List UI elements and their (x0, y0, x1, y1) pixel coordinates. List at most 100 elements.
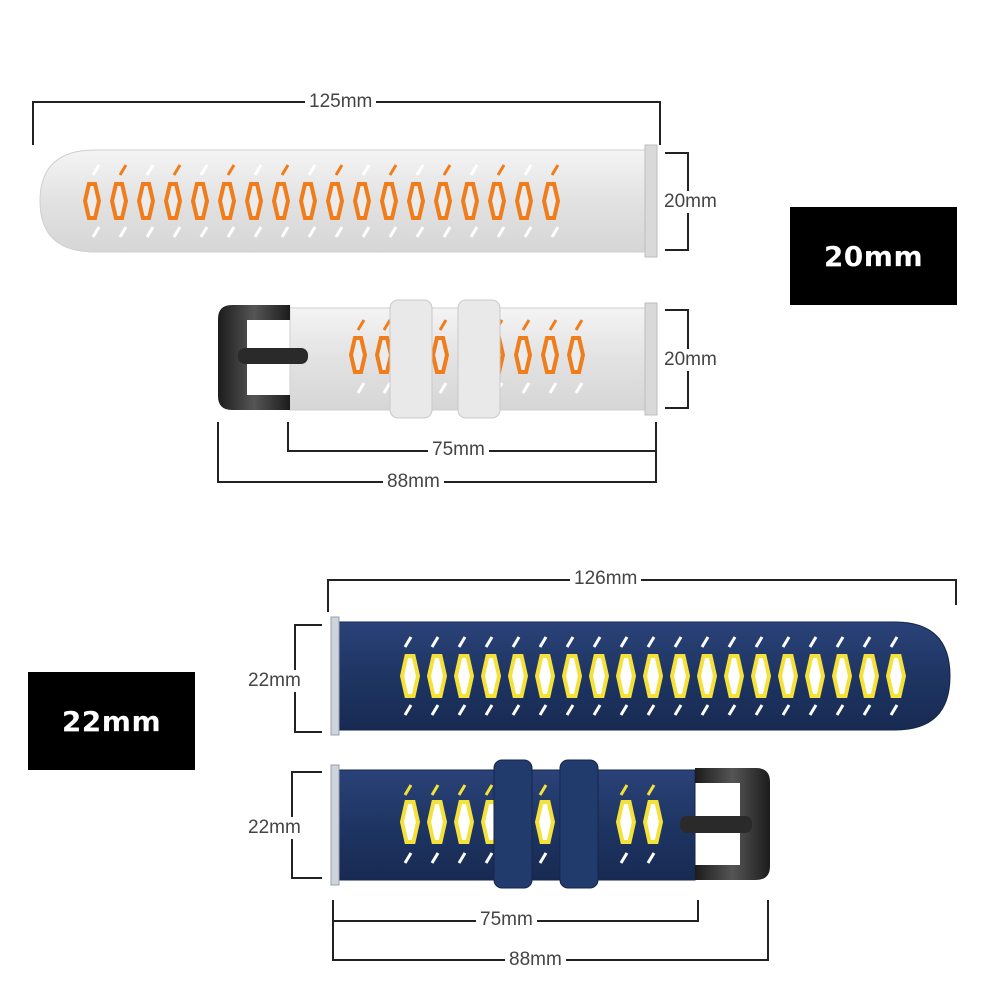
strap-hole (885, 654, 907, 698)
strap-rib-mark (382, 319, 392, 331)
strap-rib-mark (550, 226, 560, 238)
strap-rib-mark (457, 784, 467, 796)
keeper-loop (389, 299, 433, 419)
buckle-frame (695, 768, 770, 880)
strap-rib-mark (619, 704, 629, 716)
strap-rib-mark (511, 636, 521, 648)
strap-hole (566, 336, 586, 374)
strap-hole (217, 182, 237, 220)
strap-rib-mark (226, 226, 236, 238)
strap-rib-mark (145, 226, 155, 238)
strap-rib-mark (388, 226, 398, 238)
strap-rib-mark (356, 382, 366, 394)
buckle-tongue (680, 816, 752, 833)
strap-rib-mark (574, 382, 584, 394)
strap-rib-mark (496, 164, 506, 176)
strap-rib-mark (442, 164, 452, 176)
strap-hole (406, 182, 426, 220)
strap-rib-mark (862, 704, 872, 716)
strap-rib-mark (521, 382, 531, 394)
strap-rib-mark (118, 226, 128, 238)
strap-rib-mark (253, 226, 263, 238)
strap-rib-mark (280, 226, 290, 238)
strap-rib-mark (523, 164, 533, 176)
length-label-125mm: 125mm (305, 91, 377, 113)
strap-hole (696, 654, 718, 698)
strap-hole (750, 654, 772, 698)
strap-rib-mark (382, 382, 392, 394)
strap-hole (561, 654, 583, 698)
strap-rib-mark (430, 852, 440, 864)
strap-rib-mark (172, 226, 182, 238)
strap-hole (399, 800, 421, 844)
strap-20mm-long (39, 144, 658, 258)
keeper-loop (559, 759, 599, 889)
strap-hole (540, 336, 560, 374)
strap-rib-mark (727, 636, 737, 648)
strap-rib-mark (199, 164, 209, 176)
strap-rib-mark (403, 704, 413, 716)
strap-rib-mark (646, 784, 656, 796)
strap-hole (453, 654, 475, 698)
strap-hole (348, 336, 368, 374)
strap-rib-mark (388, 164, 398, 176)
strap-rib-mark (781, 636, 791, 648)
strap-hole (513, 336, 533, 374)
strap-hole (534, 654, 556, 698)
strap-hole (642, 800, 664, 844)
strap-hole (244, 182, 264, 220)
strap-rib-mark (469, 164, 479, 176)
strap-rib-mark (538, 852, 548, 864)
keeper-loop (457, 299, 501, 419)
strap-hole (588, 654, 610, 698)
length-label-126mm: 126mm (570, 568, 642, 590)
strap-rib-mark (484, 704, 494, 716)
strap-rib-mark (484, 636, 494, 648)
strap-hole (379, 182, 399, 220)
strap-rib-mark (226, 164, 236, 176)
strap-hole (858, 654, 880, 698)
strap-rib-mark (538, 784, 548, 796)
strap-rib-mark (484, 852, 494, 864)
strap-rib-mark (91, 226, 101, 238)
strap-rib-mark (646, 852, 656, 864)
strap-hole (433, 182, 453, 220)
strap-rib-mark (307, 164, 317, 176)
strap-rib-mark (550, 164, 560, 176)
strap-hole (460, 182, 480, 220)
strap-rib-mark (862, 636, 872, 648)
inner-length-label-22mm: 75mm (476, 909, 537, 931)
strap-rib-mark (835, 636, 845, 648)
strap-rib-mark (356, 319, 366, 331)
strap-rib-mark (438, 319, 448, 331)
strap-hole (804, 654, 826, 698)
strap-rib-mark (145, 164, 155, 176)
strap-hole (136, 182, 156, 220)
strap-rib-mark (548, 319, 558, 331)
strap-rib-mark (592, 636, 602, 648)
strap-rib-mark (457, 704, 467, 716)
strap-hole (190, 182, 210, 220)
width-label-20mm-long: 20mm (660, 191, 721, 213)
strap-rib-mark (469, 226, 479, 238)
strap-rib-mark (403, 784, 413, 796)
strap-rib-mark (457, 636, 467, 648)
strap-rib-mark (307, 226, 317, 238)
size-badge-20mm: 20mm (790, 207, 957, 305)
strap-rib-mark (511, 704, 521, 716)
strap-rib-mark (808, 636, 818, 648)
strap-rib-mark (403, 636, 413, 648)
strap-rib-mark (334, 164, 344, 176)
strap-hole (426, 654, 448, 698)
strap-rib-mark (700, 704, 710, 716)
strap-rib-mark (754, 636, 764, 648)
strap-rib-mark (619, 852, 629, 864)
strap-hole (271, 182, 291, 220)
strap-hole (352, 182, 372, 220)
strap-rib-mark (430, 704, 440, 716)
strap-hole (642, 654, 664, 698)
strap-rib-mark (673, 636, 683, 648)
strap-rib-mark (253, 164, 263, 176)
strap-20mm-holes (82, 164, 561, 238)
strap-rib-mark (361, 226, 371, 238)
